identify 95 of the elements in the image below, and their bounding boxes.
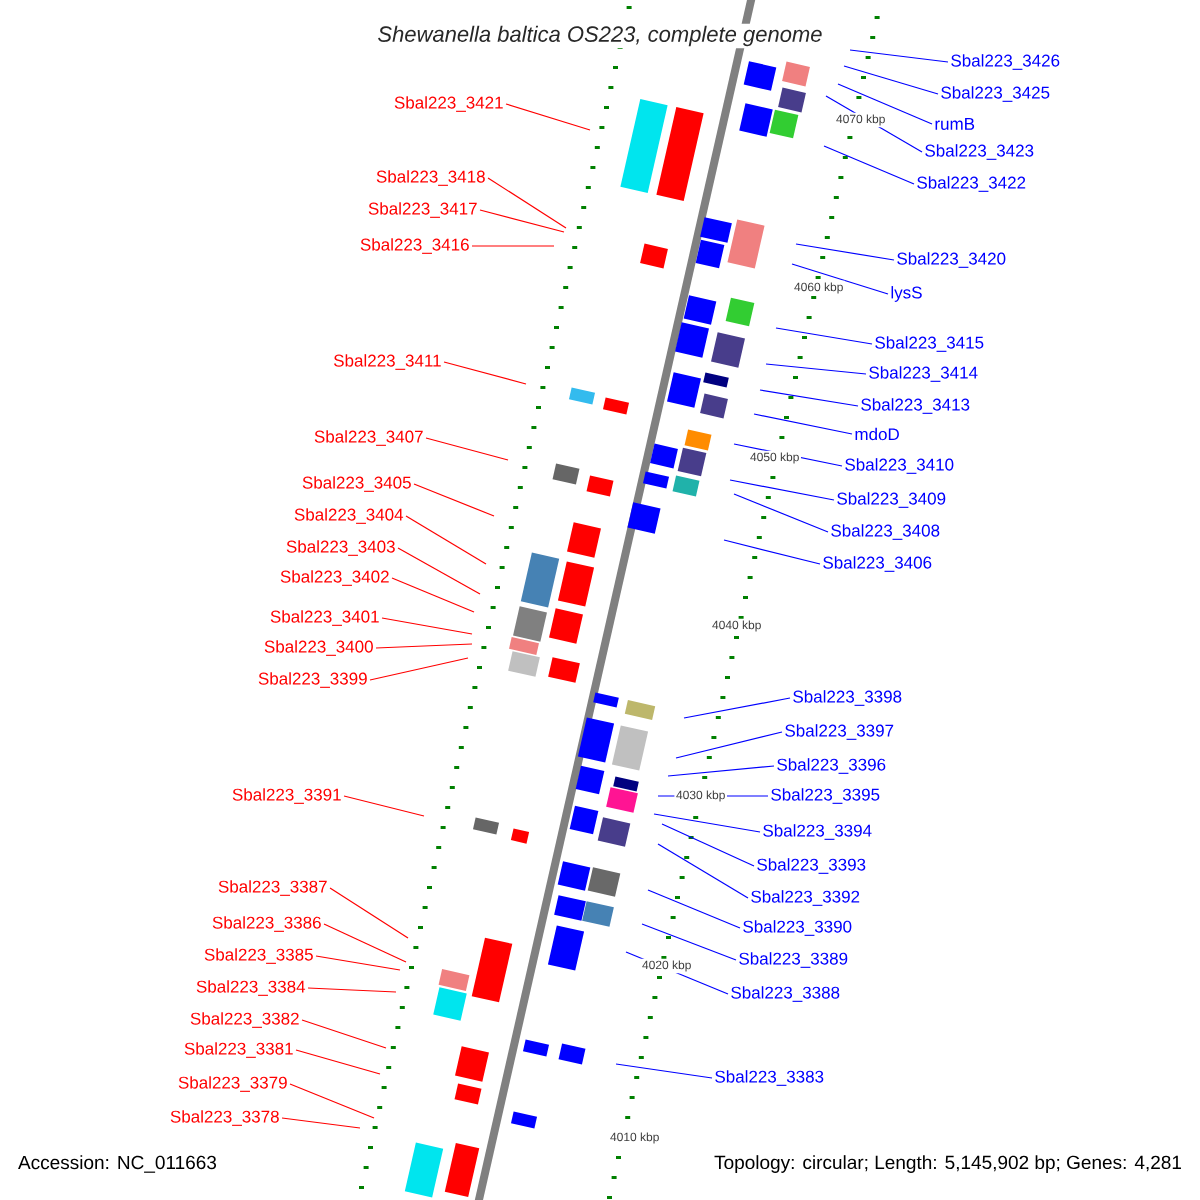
leader-line: [723, 539, 821, 565]
gene-label: rumB: [935, 118, 975, 130]
leader-line: [307, 987, 397, 993]
leader-line: [657, 843, 749, 899]
leader-line: [405, 515, 487, 565]
leader-line: [425, 437, 509, 461]
leader-line: [413, 483, 495, 517]
gene-label: Sbal223_3398: [793, 690, 902, 706]
leader-line: [661, 823, 755, 867]
gene-label: Sbal223_3411: [334, 354, 441, 370]
gene-label: Sbal223_3421: [394, 96, 503, 112]
leader-line: [369, 657, 469, 681]
leader-line: [487, 177, 567, 229]
gene-label: Sbal223_3406: [823, 556, 932, 572]
leader-line: [849, 49, 949, 63]
leader-line: [471, 245, 555, 247]
leader-line: [289, 1083, 375, 1119]
gene-label: Sbal223_3423: [925, 144, 1034, 160]
gene-label: Sbal223_3397: [785, 724, 894, 740]
gene-label: Sbal223_3402: [280, 570, 389, 586]
footer-text: Accession: NC_011663: [16, 1153, 219, 1175]
gene-label: Sbal223_3413: [861, 398, 970, 414]
gene-label: Sbal223_3408: [831, 524, 940, 540]
gene-label: Sbal223_3393: [757, 858, 866, 874]
footer-text: Topology: circular; Length: 5,145,902 bp; Genes: 4,281: [712, 1153, 1184, 1175]
title: Shewanella baltica OS223, complete genome: [375, 23, 825, 49]
gene-label: Sbal223_3409: [837, 492, 946, 508]
gene-label: Sbal223_3403: [286, 540, 395, 556]
gene-label: Sbal223_3401: [270, 610, 379, 626]
leader-line: [329, 887, 409, 939]
gene-label: Sbal223_3410: [845, 458, 954, 474]
gene-label: mdoD: [855, 427, 899, 441]
gene-label: Sbal223_3394: [763, 824, 872, 840]
gene-label: Sbal223_3416: [360, 238, 469, 254]
gene-label: Sbal223_3389: [739, 952, 848, 968]
leader-line: [775, 327, 873, 345]
leader-line: [795, 243, 895, 261]
leader-line: [615, 1063, 713, 1079]
gene-label: Sbal223_3414: [869, 366, 978, 382]
gene-label: Sbal223_3395: [771, 788, 880, 804]
gene-label: Sbal223_3415: [875, 336, 984, 352]
leader-line: [295, 1049, 381, 1075]
gene-label: Sbal223_3420: [897, 252, 1006, 268]
leader-line: [301, 1019, 387, 1049]
leader-line: [791, 263, 889, 295]
gene-label: Sbal223_3387: [218, 880, 327, 896]
leader-line: [759, 389, 859, 407]
gene-label: Sbal223_3379: [178, 1076, 287, 1092]
gene-label: Sbal223_3378: [170, 1110, 279, 1126]
gene-label: Sbal223_3390: [743, 920, 852, 936]
gene-label: Sbal223_3422: [917, 176, 1026, 192]
leader-line: [315, 955, 401, 971]
gene-label: Sbal223_3391: [232, 788, 341, 804]
leader-line: [375, 643, 473, 649]
gene-label: Sbal223_3399: [258, 672, 367, 688]
leader-line: [733, 493, 829, 533]
gene-label: lysS: [891, 286, 922, 302]
gene-label: Sbal223_3418: [376, 170, 485, 186]
leader-line: [675, 731, 783, 759]
gene-label: Sbal223_3426: [951, 54, 1060, 70]
leader-line: [729, 479, 835, 501]
leader-line: [397, 547, 481, 595]
leader-line: [823, 145, 915, 185]
leader-line: [653, 813, 761, 833]
leader-line: [381, 617, 473, 635]
gene-label: Sbal223_3384: [196, 980, 306, 996]
gene-label: Sbal223_3400: [264, 640, 373, 656]
gene-label: Sbal223_3382: [190, 1012, 299, 1028]
gene-label: Sbal223_3405: [302, 476, 411, 492]
leader-line: [647, 889, 741, 929]
leader-line: [641, 923, 737, 961]
gene-label: Sbal223_3386: [212, 916, 321, 932]
leader-line: [667, 765, 775, 777]
gene-label: Sbal223_3396: [777, 758, 886, 774]
leader-line: [343, 795, 425, 817]
leader-line: [479, 209, 565, 233]
gene-label: Sbal223_3383: [715, 1070, 824, 1086]
gene-label: Sbal223_3381: [184, 1042, 293, 1058]
leader-line: [683, 697, 791, 719]
leader-line: [505, 103, 591, 131]
gene-label: Sbal223_3417: [368, 202, 477, 218]
gene-label: Sbal223_3404: [294, 508, 404, 524]
leader-line: [753, 413, 853, 435]
gene-label: Sbal223_3407: [314, 430, 423, 446]
leader-line: [843, 65, 939, 95]
leader-line: [837, 83, 933, 125]
leader-line: [443, 361, 527, 385]
leader-line: [323, 923, 407, 963]
leader-line: [391, 577, 475, 613]
leader-line: [281, 1117, 361, 1129]
gene-label: Sbal223_3385: [204, 948, 313, 964]
gene-label: Sbal223_3392: [751, 890, 860, 906]
leader-line: [765, 363, 867, 375]
gene-label: Sbal223_3388: [731, 986, 840, 1002]
gene-label: Sbal223_3425: [941, 86, 1050, 102]
